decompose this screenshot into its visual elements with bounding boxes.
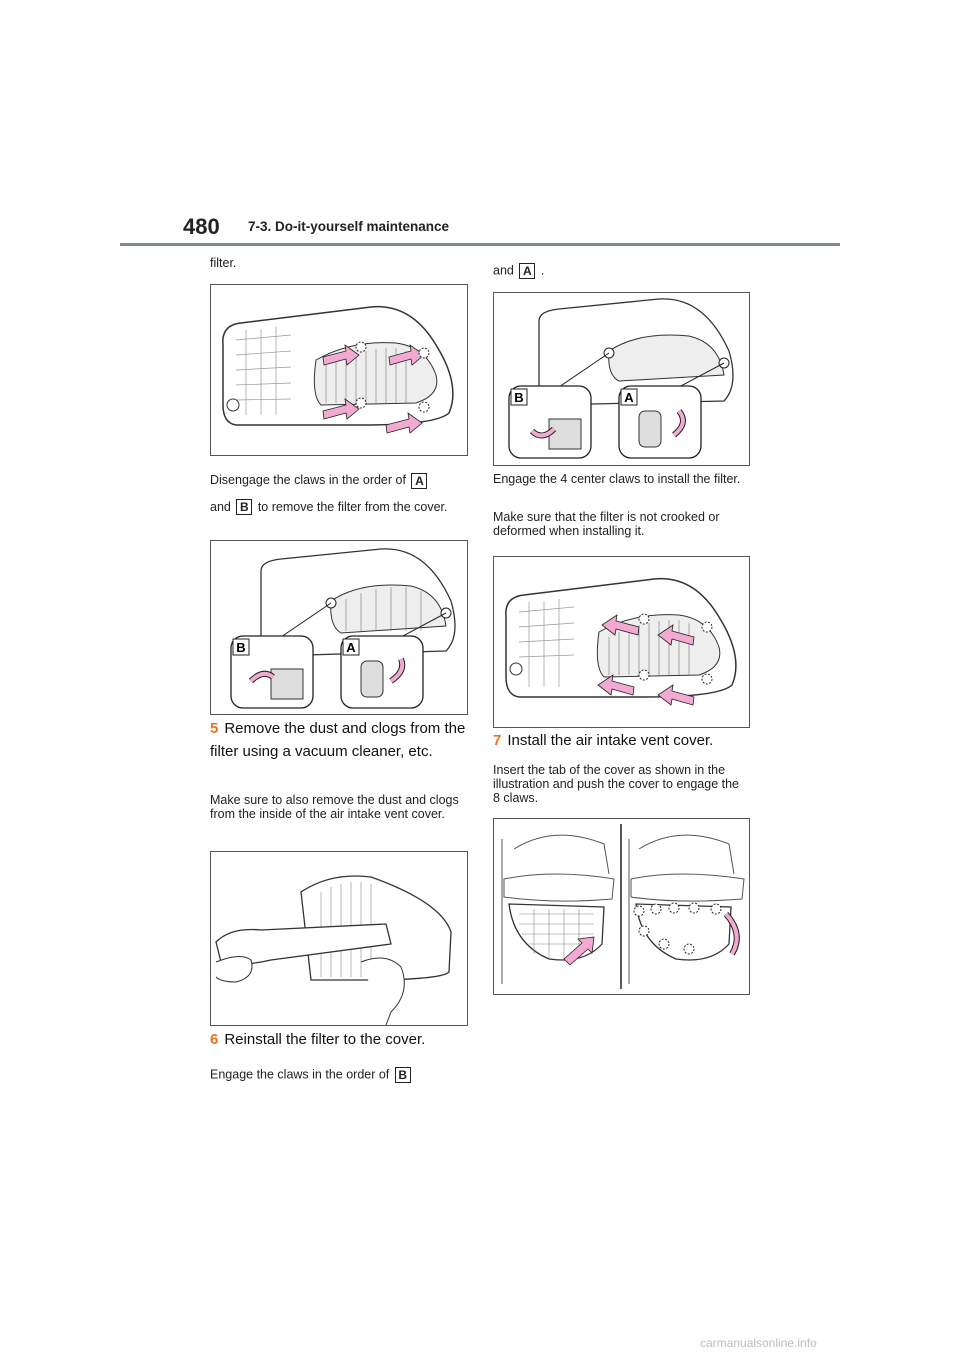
step-6: 6 Reinstall the filter to the cover. [210,1028,470,1051]
disengage-text-2: and [210,499,231,514]
figure-center-claws [493,556,750,728]
engage-note: Make sure that the filter is not crooked… [493,510,720,538]
step-6-note: Engage the claws in the order of B [210,1067,470,1083]
step-6-note-text: Engage the claws in the order of [210,1067,390,1082]
page-number: 480 [183,214,220,239]
step-7-text: Install the air intake vent cover. [507,732,714,749]
step-7: 7 Install the air intake vent cover. [493,729,753,752]
cont-and-text: and [493,263,514,278]
step-7-note: Insert the tab of the cover as shown in … [493,763,740,805]
cont-label-a: A [519,263,536,279]
figure-filter-removal [210,284,468,456]
cont-period: . [540,263,545,278]
detail-label-a-2: A [624,390,634,405]
figure-claws-engage-detail: B A [493,292,750,466]
step-5-text: Remove the dust and clogs from the filte… [210,720,466,760]
disengage-text-1: Disengage the claws in the order of [210,473,406,487]
claws-engage-detail-illustration: B A [508,298,734,459]
step-7-number: 7 [493,732,502,749]
engage-instruction: Engage the 4 center claws to install the… [493,472,741,486]
figure-install-vent-cover [493,818,750,995]
watermark: carmanualsonline.info [700,1336,817,1350]
filter-removal-illustration [222,305,454,434]
label-b: B [236,499,253,516]
section-title: 7-3. Do-it-yourself maintenance [248,219,450,234]
detail-label-b-2: B [514,390,523,405]
step-6-text: Reinstall the filter to the cover. [224,1031,426,1048]
header-rule [120,243,840,246]
figure-claws-disengage: B A [210,540,468,715]
continued-text: filter. [210,256,237,270]
detail-label-b: B [236,640,245,655]
continued-and: and A . [493,263,544,279]
vacuum-cleaning-illustration [215,875,452,1025]
disengage-instruction: Disengage the claws in the order of A an… [210,472,466,516]
step-5-note: Make sure to also remove the dust and cl… [210,793,459,821]
claws-disengage-illustration: B A [230,548,456,709]
step-6-number: 6 [210,1031,219,1048]
install-vent-cover-illustration [501,824,745,989]
step-6-label-b: B [394,1067,411,1083]
step-5-number: 5 [210,720,219,737]
disengage-text-3: to remove the filter from the cover. [257,499,448,514]
label-a: A [411,472,428,489]
detail-label-a: A [346,640,356,655]
figure-vacuum-cleaning [210,851,468,1026]
center-claws-illustration [505,577,737,706]
